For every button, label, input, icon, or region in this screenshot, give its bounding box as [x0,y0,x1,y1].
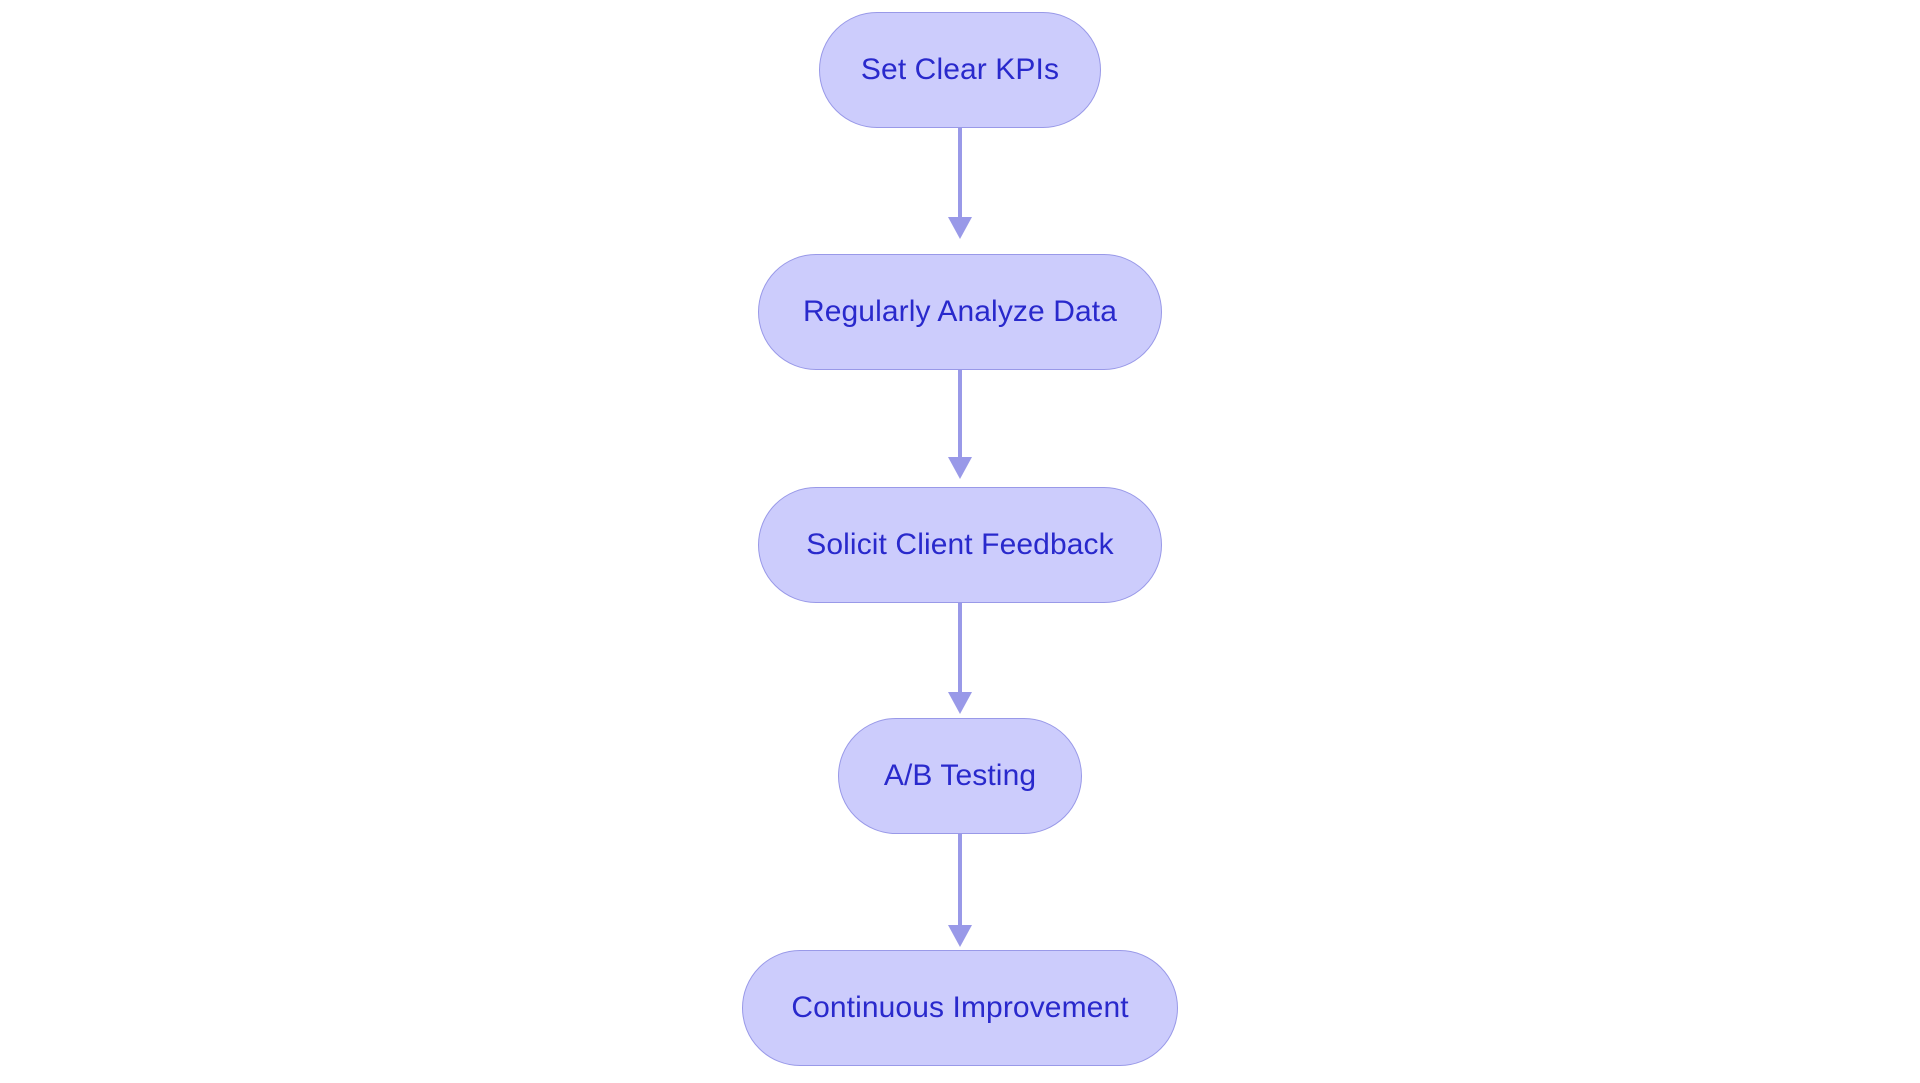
flow-node-ab-testing[interactable]: A/B Testing [838,718,1082,834]
flow-node-label: A/B Testing [883,759,1037,792]
flow-node-label: Solicit Client Feedback [806,528,1114,561]
connector-set-clear-kpis-to-regularly-analyze-data [945,128,975,240]
connector-regularly-analyze-data-to-solicit-client-feedback [945,370,975,480]
flow-node-label: Regularly Analyze Data [802,295,1118,328]
flow-node-label: Set Clear KPIs [860,53,1060,86]
connector-solicit-client-feedback-to-ab-testing [945,603,975,715]
flow-node-solicit-client-feedback[interactable]: Solicit Client Feedback [758,487,1162,603]
connector-ab-testing-to-continuous-improvement [945,834,975,948]
arrow-down-icon [948,603,972,714]
flow-node-continuous-improvement[interactable]: Continuous Improvement [742,950,1178,1066]
arrow-down-icon [948,834,972,947]
flow-node-label: Continuous Improvement [791,991,1129,1024]
flow-node-regularly-analyze-data[interactable]: Regularly Analyze Data [758,254,1162,370]
flow-node-set-clear-kpis[interactable]: Set Clear KPIs [819,12,1101,128]
arrow-down-icon [948,370,972,479]
arrow-down-icon [948,128,972,239]
